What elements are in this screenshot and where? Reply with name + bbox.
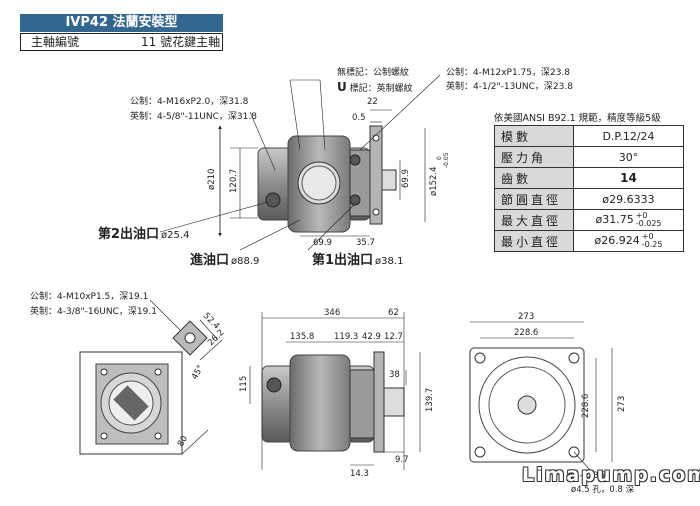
side-view-pump (261, 351, 405, 453)
spec-row: 最小直徑 ø26.924+0-0.25 (494, 230, 684, 252)
spec-value: ø26.924+0-0.25 (573, 230, 684, 252)
mark-u-text: 標記：英制螺紋 (346, 84, 413, 94)
shaft-label: 主軸編號 (31, 35, 80, 49)
side-view-dimensions (249, 312, 421, 470)
flange-dim-text: 273 228.6 228.6 273 4-ø23 孔 ø4.5 孔，0.8 深 (514, 312, 635, 495)
top-view-dimensions (159, 74, 441, 251)
dim-35-7: 35.7 (356, 238, 375, 248)
dim-12-7: 12.7 (384, 332, 403, 342)
spec-caption: 依美國ANSI B92.1 規範，精度等級5級 (494, 113, 661, 124)
spec-value: 30° (573, 146, 684, 168)
spec-value: ø31.75+0-0.025 (573, 209, 684, 231)
shaft-value: 11 號花鍵主軸 (141, 35, 221, 49)
outlet2-size: ø25.4 (161, 230, 190, 241)
dim-120-7: 120.7 (229, 169, 239, 193)
dim-80: 80 (176, 434, 190, 448)
note-mark-u: U 標記：英制螺紋 (337, 80, 413, 95)
dim-69-9-h: 69.9 (313, 238, 332, 248)
top-view-pump (257, 125, 397, 233)
tol-top: +0 (641, 232, 654, 241)
dim-152-tol-bot: -0.05 (443, 152, 450, 168)
dim-228-6-top: 228.6 (514, 328, 538, 338)
spec-key: 模數 (494, 125, 574, 147)
dim-119-3: 119.3 (334, 332, 358, 342)
note-mark-none: 無標記：公制螺紋 (337, 68, 410, 78)
dim-135-8: 135.8 (290, 332, 314, 342)
dim-42-9: 42.9 (362, 332, 381, 342)
dim-210: ø210 (207, 169, 217, 190)
spec-value: ø29.6333 (573, 188, 684, 210)
dim-38: 38 (389, 370, 400, 380)
dim-273-side: 273 (617, 396, 627, 412)
note-bottom-left-inch: 英制：4-3/8"-16UNC，深19.1 (30, 307, 157, 317)
tol-bot: -0.25 (641, 240, 663, 249)
spec-key: 節圓直徑 (494, 188, 574, 210)
shaft-spec-row: 主軸編號 11 號花鍵主軸 (20, 33, 223, 51)
inlet-size: ø88.9 (231, 256, 260, 267)
spec-key: 最大直徑 (494, 209, 574, 231)
dim-152-tol-top: 0 (436, 156, 443, 160)
note-top-left-metric: 公制：4-M16xP2.0，深31.8 (130, 97, 249, 107)
dim-115: 115 (239, 376, 249, 392)
dim-152-4: ø152.4 (429, 166, 439, 196)
dim-9-7: 9.7 (395, 455, 409, 465)
dim-62: 62 (388, 308, 399, 318)
note-top-right-metric: 公制：4-M12xP1.75，深23.8 (446, 68, 571, 78)
dim-228-6-side: 228.6 (581, 394, 591, 418)
front-view-left-dimensions (149, 299, 223, 455)
outlet2-text: 第2出油口 (98, 227, 160, 242)
spec-key: 齒數 (494, 167, 574, 189)
spec-key: 最小直徑 (494, 230, 574, 252)
outlet1-size: ø38.1 (375, 256, 404, 267)
tol-top: +0 (635, 211, 648, 220)
note-bottom-left-metric: 公制：4-M10xP1.5，深19.1 (30, 292, 149, 302)
flange-front-view (469, 347, 585, 463)
mark-u-letter: U (337, 80, 347, 94)
dim-69-9-v: 69.9 (401, 169, 411, 188)
dim-05: 0.5 (352, 113, 366, 123)
top-view-dim-text: 22 0.5 120.7 ø210 69.9 ø152.4 0 -0.05 69… (207, 97, 450, 248)
spec-value-main: ø26.924 (594, 234, 640, 247)
flange-holes-note-2: ø4.5 孔，0.8 深 (571, 485, 635, 495)
dim-14-3: 14.3 (350, 469, 369, 479)
dim-346: 346 (324, 308, 340, 318)
flange-holes-note-1: 4-ø23 孔 (574, 471, 610, 481)
dim-45: 45° (190, 363, 206, 381)
dim-22: 22 (367, 97, 378, 107)
note-top-right-inch: 英制：4-1/2"-13UNC，深23.8 (446, 82, 573, 92)
dim-273-top: 273 (518, 312, 534, 322)
flange-dimensions (470, 321, 613, 471)
note-top-left-inch: 英制：4-5/8"-11UNC，深31.8 (130, 112, 257, 122)
front-view-left (79, 320, 208, 455)
spec-row: 最大直徑 ø31.75+0-0.025 (494, 209, 684, 231)
outlet1-text: 第1出油口 (312, 253, 374, 268)
page-title: IVP42 法蘭安裝型 (20, 14, 223, 32)
watermark: Limapump.com (522, 464, 700, 486)
side-view-dim-text: 346 62 135.8 119.3 42.9 12.7 115 38 139.… (239, 308, 435, 479)
spec-value-main: ø31.75 (595, 213, 634, 226)
inlet-text: 進油口 (190, 253, 230, 268)
tol-bot: -0.025 (635, 219, 662, 228)
dim-139-7: 139.7 (425, 388, 435, 412)
